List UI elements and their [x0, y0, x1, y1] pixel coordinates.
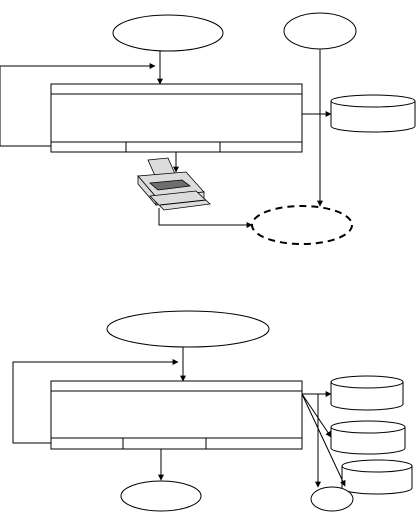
arrow-printer-to-output — [158, 208, 253, 228]
bottom-input-ellipse — [106, 310, 270, 348]
bottom-output-ellipse-right — [310, 486, 354, 512]
top-panel — [0, 12, 416, 245]
bottom-data-store-3 — [341, 459, 413, 495]
bottom-data-store-1 — [330, 375, 404, 411]
arrow-feedback-loop — [0, 63, 156, 147]
bottom-data-store-2 — [330, 420, 406, 455]
top-input-ellipse-right — [283, 12, 357, 50]
top-dashed-output-ellipse — [251, 205, 353, 245]
top-process-box — [50, 83, 303, 153]
arrow-feedback-loop — [12, 359, 179, 444]
arrow-process-to-store-3 — [301, 393, 346, 487]
bottom-output-ellipse-left — [120, 480, 202, 512]
printer-icon — [137, 157, 211, 211]
top-input-ellipse-left — [112, 14, 224, 52]
arrow-process-to-store-2 — [301, 393, 332, 438]
top-data-store — [330, 94, 416, 133]
bottom-panel — [12, 310, 413, 512]
bottom-connectors — [12, 347, 346, 488]
bottom-process-box — [50, 380, 303, 450]
top-connectors — [0, 49, 332, 228]
